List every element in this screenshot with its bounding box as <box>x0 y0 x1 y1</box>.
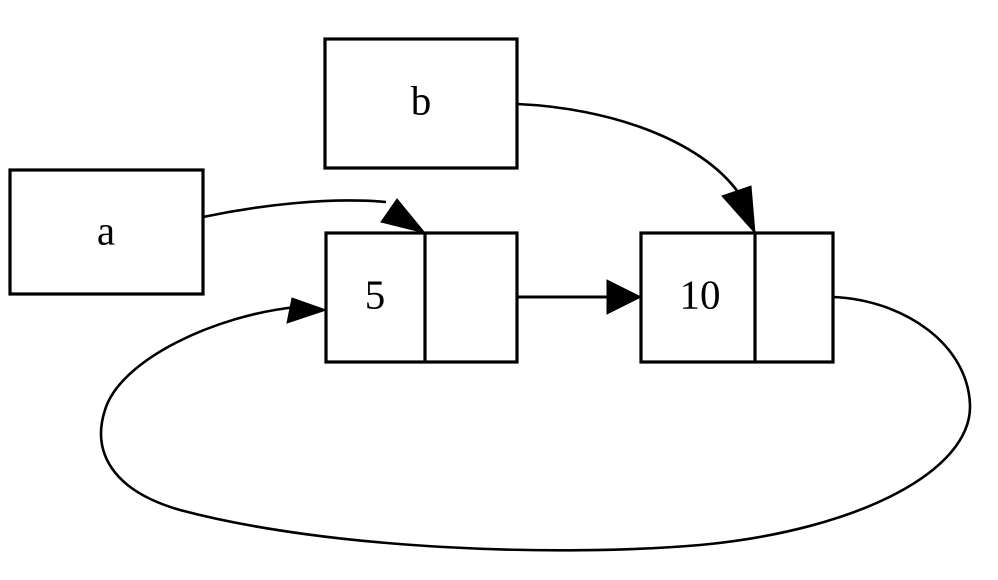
node-10-label: 10 <box>680 271 721 317</box>
edge-a-to-node5-arrowhead <box>380 198 427 234</box>
node-5[interactable]: 5 <box>324 231 519 364</box>
edge-a-to-node5 <box>202 198 427 234</box>
node-a-box[interactable] <box>8 168 205 296</box>
node-b-box[interactable] <box>323 37 519 170</box>
edge-node10-to-node5 <box>99 295 972 552</box>
edge-b-to-node10 <box>516 102 756 235</box>
node-a[interactable]: a <box>8 168 205 296</box>
edge-node5-to-node10-arrowhead <box>606 279 643 315</box>
node-b-label: b <box>411 77 432 123</box>
edge-node10-to-node5-arrowhead <box>286 297 328 324</box>
node-b[interactable]: b <box>323 37 519 170</box>
node-a-label: a <box>97 207 115 253</box>
edge-a-to-node5-line <box>202 199 387 219</box>
edge-node10-to-node5-line <box>99 295 972 552</box>
node-10[interactable]: 10 <box>639 231 835 364</box>
node-5-box[interactable] <box>324 231 519 364</box>
node-5-label: 5 <box>365 271 386 317</box>
edge-node5-to-node10 <box>518 279 643 315</box>
edge-b-to-node10-line <box>516 102 740 193</box>
node-10-box[interactable] <box>639 231 835 364</box>
edge-b-to-node10-arrowhead <box>721 185 756 235</box>
